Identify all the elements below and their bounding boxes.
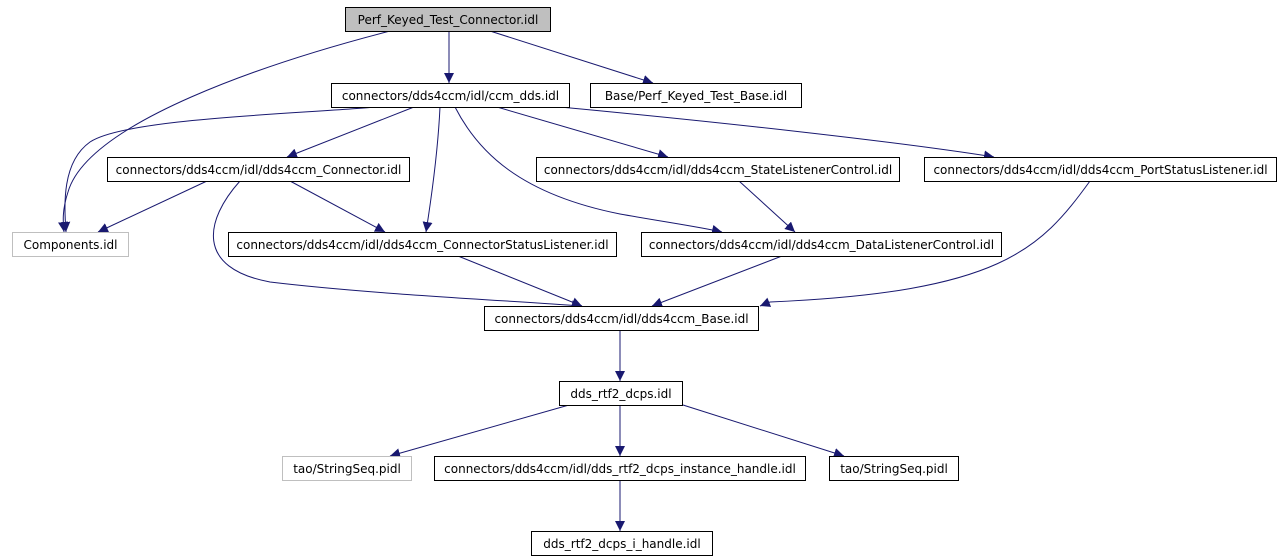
node-box xyxy=(536,157,900,182)
node-label: connectors/dds4ccm/idl/dds_rtf2_dcps_ins… xyxy=(444,462,796,476)
node-box xyxy=(434,456,806,481)
node-label: dds_rtf2_dcps_i_handle.idl xyxy=(543,537,700,551)
node-label: connectors/dds4ccm/idl/dds4ccm_DataListe… xyxy=(649,238,994,252)
node-label: connectors/dds4ccm/idl/ccm_dds.idl xyxy=(342,89,559,103)
node-perf-keyed-test-base[interactable]: Base/Perf_Keyed_Test_Base.idl xyxy=(590,83,802,108)
node-dds4ccm-connector[interactable]: connectors/dds4ccm/idl/dds4ccm_Connector… xyxy=(107,157,410,182)
node-box xyxy=(107,157,410,182)
node-tao-stringseq-light[interactable]: tao/StringSeq.pidl xyxy=(282,456,412,481)
node-label: Base/Perf_Keyed_Test_Base.idl xyxy=(605,89,787,103)
edge-dds4ccm-connector-to-components xyxy=(97,180,208,233)
edge-ccm-dds-to-dds4ccm-connector-status-listener xyxy=(422,106,441,233)
nodes-layer: Perf_Keyed_Test_Connector.idl connectors/… xyxy=(12,7,1277,556)
node-box xyxy=(531,531,713,556)
node-dds4ccm-data-listener-control[interactable]: connectors/dds4ccm/idl/dds4ccm_DataListe… xyxy=(641,232,1002,257)
node-dds-rtf2-dcps[interactable]: dds_rtf2_dcps.idl xyxy=(559,381,683,406)
node-label: connectors/dds4ccm/idl/dds4ccm_StateList… xyxy=(544,163,892,177)
node-components[interactable]: Components.idl xyxy=(12,232,129,257)
node-perf-keyed-test-connector[interactable]: Perf_Keyed_Test_Connector.idl xyxy=(345,7,551,32)
edge-dds4ccm-connector-to-dds4ccm-base xyxy=(212,180,583,311)
node-box xyxy=(282,456,412,481)
edge-dds4ccm-state-listener-control-to-dds4ccm-data-listener-control xyxy=(738,180,796,233)
node-box xyxy=(559,381,683,406)
node-box xyxy=(228,232,617,257)
node-label: connectors/dds4ccm/idl/dds4ccm_Connector… xyxy=(116,163,402,177)
edge-ccm-dds-to-dds4ccm-connector xyxy=(286,106,415,158)
node-box xyxy=(641,232,1002,257)
node-dds-rtf2-dcps-instance-handle[interactable]: connectors/dds4ccm/idl/dds_rtf2_dcps_ins… xyxy=(434,456,806,481)
node-label: connectors/dds4ccm/idl/dds4ccm_Connector… xyxy=(236,238,608,252)
node-box xyxy=(590,83,802,108)
node-label: Components.idl xyxy=(23,238,117,252)
edge-dds4ccm-data-listener-control-to-dds4ccm-base xyxy=(651,255,783,308)
node-label: tao/StringSeq.pidl xyxy=(840,462,948,476)
edge-perf-keyed-test-connector-to-perf-keyed-test-base xyxy=(489,30,654,85)
node-box xyxy=(484,306,759,331)
node-dds4ccm-connector-status-listener[interactable]: connectors/dds4ccm/idl/dds4ccm_Connector… xyxy=(228,232,617,257)
edge-ccm-dds-to-dds4ccm-port-status-listener xyxy=(559,106,995,161)
edge-dds-rtf2-dcps-to-tao-stringseq xyxy=(682,404,845,458)
node-dds4ccm-port-status-listener[interactable]: connectors/dds4ccm/idl/dds4ccm_PortStatu… xyxy=(924,157,1277,182)
node-label: dds_rtf2_dcps.idl xyxy=(570,387,671,401)
node-tao-stringseq[interactable]: tao/StringSeq.pidl xyxy=(829,456,959,481)
edge-ccm-dds-to-components xyxy=(60,106,376,233)
node-box xyxy=(331,83,570,108)
node-dds-rtf2-dcps-i-handle[interactable]: dds_rtf2_dcps_i_handle.idl xyxy=(531,531,713,556)
node-dds4ccm-state-listener-control[interactable]: connectors/dds4ccm/idl/dds4ccm_StateList… xyxy=(536,157,900,182)
node-label: connectors/dds4ccm/idl/dds4ccm_Base.idl xyxy=(494,312,748,326)
node-box xyxy=(829,456,959,481)
node-dds4ccm-base[interactable]: connectors/dds4ccm/idl/dds4ccm_Base.idl xyxy=(484,306,759,331)
node-box xyxy=(924,157,1277,182)
node-box xyxy=(345,7,551,32)
edge-perf-keyed-test-connector-to-components xyxy=(58,30,391,233)
node-box xyxy=(12,232,129,257)
edge-dds4ccm-port-status-listener-to-dds4ccm-base xyxy=(759,180,1091,307)
edge-dds4ccm-connector-to-dds4ccm-connector-status-listener xyxy=(289,180,386,233)
edge-dds-rtf2-dcps-to-tao-stringseq-light xyxy=(389,404,570,459)
edge-ccm-dds-to-dds4ccm-data-listener-control xyxy=(454,106,723,235)
node-label: Perf_Keyed_Test_Connector.idl xyxy=(358,13,539,27)
edges-layer xyxy=(58,30,1091,531)
node-label: tao/StringSeq.pidl xyxy=(293,462,401,476)
node-ccm-dds[interactable]: connectors/dds4ccm/idl/ccm_dds.idl xyxy=(331,83,570,108)
edge-ccm-dds-to-dds4ccm-state-listener-control xyxy=(496,106,669,159)
node-label: connectors/dds4ccm/idl/dds4ccm_PortStatu… xyxy=(933,163,1267,177)
edge-dds4ccm-connector-status-listener-to-dds4ccm-base xyxy=(457,255,583,307)
